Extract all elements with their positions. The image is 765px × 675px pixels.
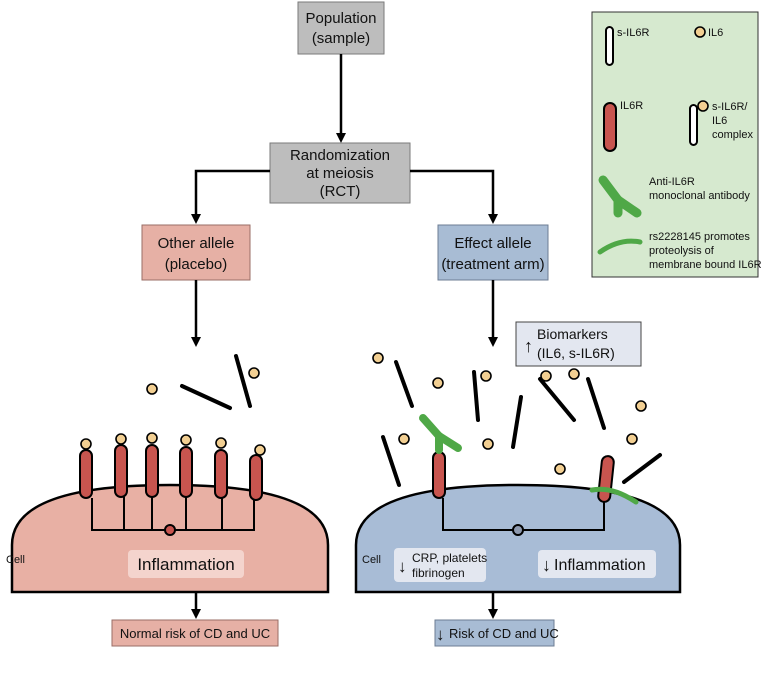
bound-antibody	[419, 414, 462, 454]
il6-molecule	[180, 434, 192, 446]
antibody-legend-icon	[598, 175, 642, 218]
sil6r-molecule	[234, 354, 252, 408]
sil6r-molecule	[472, 370, 480, 422]
legend-il6-label: IL6	[708, 27, 723, 39]
il6-molecule	[482, 438, 494, 450]
il6-legend-icon	[694, 26, 706, 38]
sil6r-molecule	[586, 377, 606, 430]
crp-down-arrow: ↓	[398, 557, 407, 576]
left-outcome-label: Normal risk of CD and UC	[120, 626, 270, 641]
randomization-line1: Randomization	[290, 147, 390, 164]
legend-il6r-label: IL6R	[620, 100, 643, 112]
left-signaling-network	[91, 497, 255, 536]
il6r-receptor	[79, 449, 93, 499]
il6-molecule	[554, 463, 566, 475]
randomization-line2: at meiosis	[306, 165, 374, 182]
il6r-receptor	[114, 444, 128, 498]
arrow-to-effect-allele	[410, 169, 498, 224]
legend-panel	[591, 11, 759, 278]
il6-molecule	[146, 383, 158, 395]
right-free-molecules	[372, 352, 662, 487]
legend-complex-line1: s-IL6R/	[712, 101, 748, 113]
il6-molecule	[480, 370, 492, 382]
population-box: Population (sample)	[297, 1, 385, 55]
sil6r-molecule	[538, 377, 576, 422]
legend-antibody-line2: monoclonal antibody	[649, 190, 750, 202]
legend-sil6r-label: s-IL6R	[617, 27, 649, 39]
legend-antibody-line1: Anti-IL6R	[649, 176, 695, 188]
sil6r-molecule	[180, 384, 232, 410]
sil6r-molecule	[381, 435, 401, 487]
biomarkers-box: ↑ Biomarkers (IL6, s-IL6R)	[515, 321, 642, 367]
il6r-receptor	[249, 454, 263, 501]
left-inflammation-label: Inflammation	[137, 555, 234, 574]
right-outcome-box: ↓ Risk of CD and UC	[434, 619, 559, 647]
il6-molecule	[635, 400, 647, 412]
right-outcome-label: Risk of CD and UC	[449, 626, 559, 641]
il6r-receptor	[179, 446, 193, 498]
il6-molecule	[254, 444, 266, 456]
crp-line2: fibrinogen	[412, 566, 465, 580]
legend: s-IL6R IL6 IL6R s-IL6R/ IL6 complex Anti…	[591, 11, 762, 278]
population-line1: Population	[306, 10, 377, 27]
biomarkers-line1: Biomarkers	[537, 326, 608, 342]
il6r-receptor	[432, 451, 446, 499]
other-allele-box: Other allele (placebo)	[141, 224, 251, 281]
sil6r-molecule	[622, 453, 662, 484]
complex-il6-legend-icon	[697, 100, 709, 112]
il6-molecule	[432, 377, 444, 389]
crp-box: ↓ CRP, platelets fibrinogen	[394, 548, 487, 582]
sil6r-legend-icon	[605, 26, 614, 66]
biomarkers-line2: (IL6, s-IL6R)	[537, 345, 615, 361]
randomization-line3: (RCT)	[320, 183, 361, 200]
effect-allele-line2: (treatment arm)	[441, 256, 544, 273]
il6-molecule	[372, 352, 384, 364]
left-cell-label: Cell	[6, 554, 25, 566]
rs2228145-proteolysis-mark	[589, 486, 639, 505]
il6-molecule	[215, 437, 227, 449]
population-line2: (sample)	[312, 30, 370, 47]
rs2228145-legend-icon	[597, 238, 643, 255]
crp-line1: CRP, platelets	[412, 551, 487, 565]
il6-molecule	[540, 370, 552, 382]
il6r-legend-icon	[603, 102, 617, 152]
il6-molecule	[398, 433, 410, 445]
other-allele-line1: Other allele	[158, 235, 235, 252]
il6-molecule	[626, 433, 638, 445]
right-inflammation-label: Inflammation	[554, 557, 646, 574]
effect-allele-box: Effect allele (treatment arm)	[437, 224, 549, 281]
il6-molecule	[115, 433, 127, 445]
outcome-down-arrow: ↓	[436, 625, 445, 644]
left-inflammation-box: Inflammation	[128, 550, 244, 578]
arrow-to-other-allele	[191, 169, 270, 224]
complex-legend-icon	[689, 104, 698, 146]
il6-molecule	[248, 367, 260, 379]
left-outcome-box: Normal risk of CD and UC	[111, 619, 279, 647]
legend-rs-line2: proteolysis of	[649, 245, 715, 257]
il6-molecule	[80, 438, 92, 450]
il6-molecule	[568, 368, 580, 380]
effect-allele-line1: Effect allele	[454, 235, 531, 252]
legend-complex-line3: complex	[712, 129, 753, 141]
right-inflammation-box: ↓ Inflammation	[538, 550, 656, 578]
left-receptors	[79, 432, 266, 501]
inflammation-down-arrow: ↓	[542, 555, 551, 575]
il6-molecule	[146, 432, 158, 444]
legend-complex-line2: IL6	[712, 115, 727, 127]
sil6r-molecule	[394, 360, 414, 408]
right-signaling-network	[442, 498, 605, 536]
legend-rs-line3: membrane bound IL6R	[649, 259, 762, 271]
sil6r-molecule	[511, 395, 523, 449]
randomization-box: Randomization at meiosis (RCT)	[269, 142, 411, 204]
il6r-receptor	[145, 444, 159, 498]
biomarkers-up-arrow: ↑	[524, 336, 533, 356]
il6r-receptor	[214, 449, 228, 499]
left-free-molecules	[146, 354, 260, 410]
right-cell-label: Cell	[362, 554, 381, 566]
other-allele-line2: (placebo)	[165, 256, 228, 273]
legend-rs-line1: rs2228145 promotes	[649, 231, 750, 243]
